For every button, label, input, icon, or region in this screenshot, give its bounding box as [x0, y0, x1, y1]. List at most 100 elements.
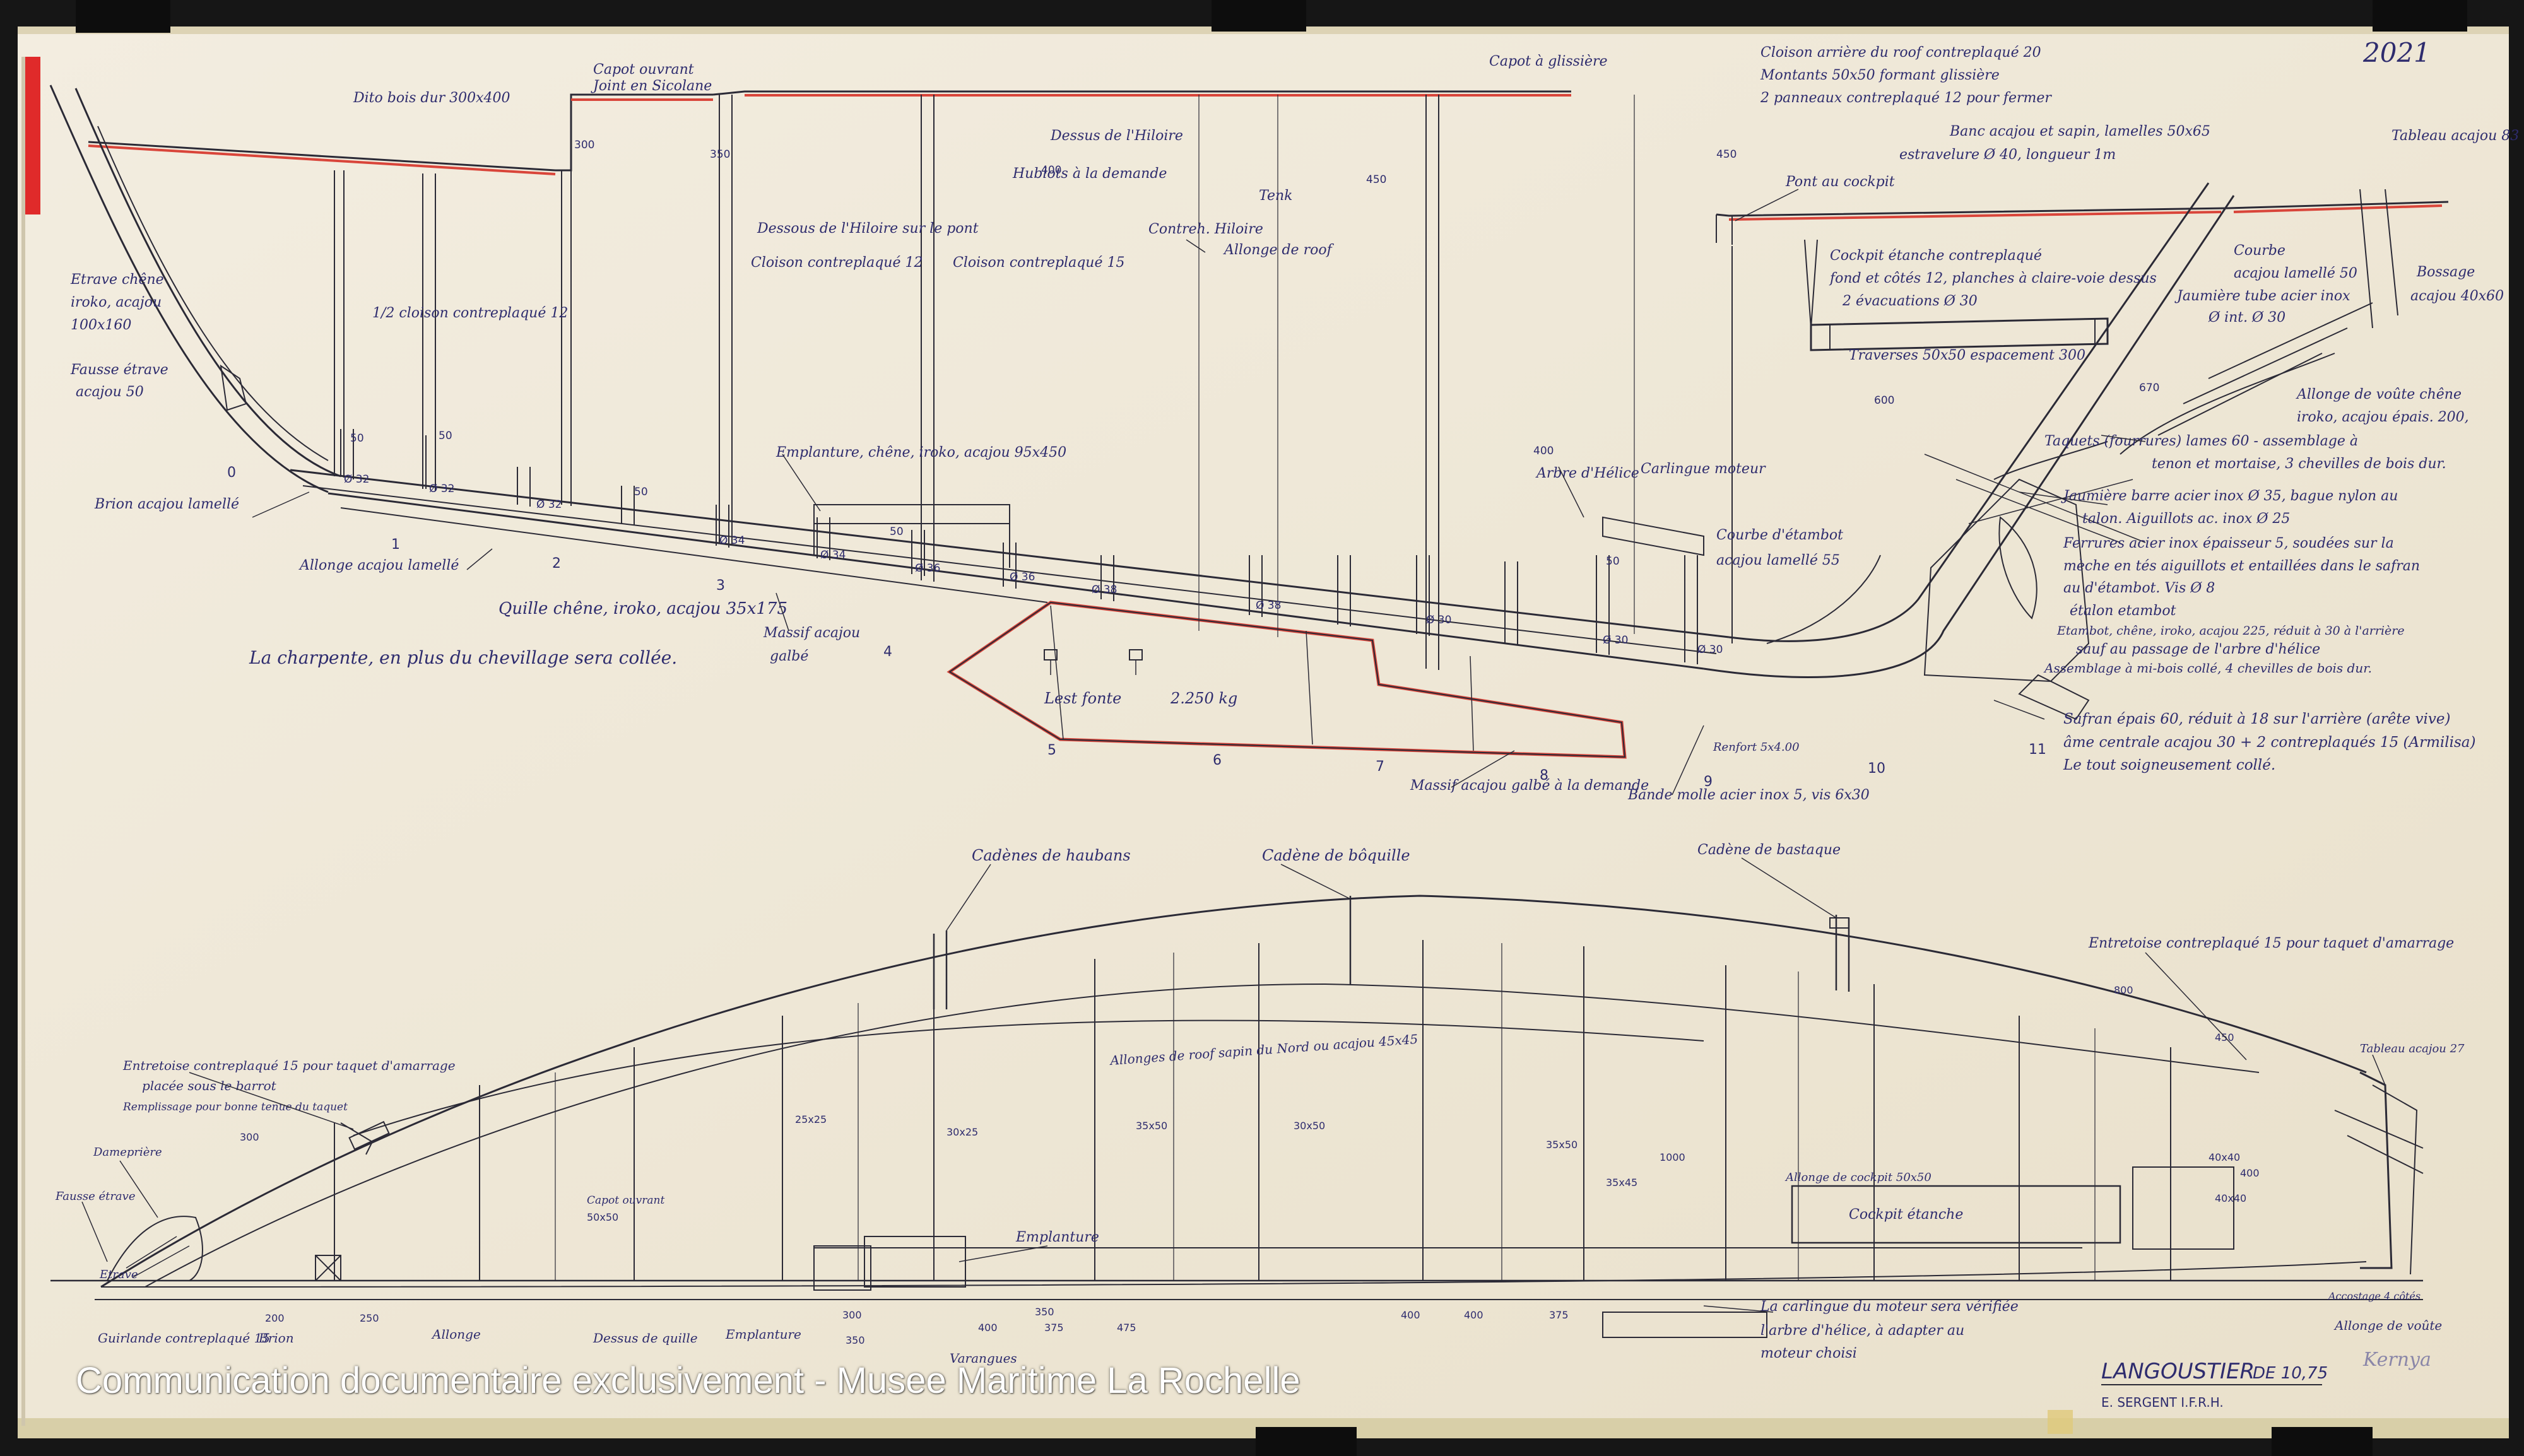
annotation: Ø int. Ø 30: [2208, 310, 2285, 326]
annotation: tenon et mortaise, 3 chevilles de bois d…: [2152, 456, 2446, 472]
annotation: Courbe: [2234, 243, 2285, 259]
dimension-label: 30x25: [946, 1126, 978, 1138]
dimension-label: 250: [360, 1312, 379, 1324]
annotation: Dessus de l'Hiloire: [1050, 128, 1183, 144]
station-label: 7: [1376, 759, 1384, 775]
station-label: 4: [883, 644, 892, 660]
annotation: placée sous le barrot: [142, 1078, 277, 1093]
dimension-label: 800: [2114, 984, 2133, 996]
annotation: Dessus de quille: [593, 1330, 698, 1346]
tape-piece: [2048, 1410, 2073, 1434]
annotation: Cadène de bôquille: [1262, 847, 1410, 864]
annotation: 1/2 cloison contreplaqué 12: [372, 305, 568, 321]
annotation: Ferrures acier inox épaisseur 5, soudées…: [2063, 536, 2394, 551]
annotation: Cloison contreplaqué 12: [751, 255, 923, 271]
annotation: Etrave: [99, 1268, 138, 1281]
dimension-label: Ø 30: [1603, 634, 1628, 647]
station-label: 9: [1704, 774, 1713, 790]
bow-stem: [49, 85, 341, 493]
binder-clip: [1212, 0, 1306, 32]
dimension-label: 350: [846, 1334, 865, 1346]
station-label: 0: [227, 465, 236, 481]
annotation: Allonge de voûte: [2333, 1318, 2442, 1333]
annotation: Accostage 4 côtés: [2327, 1290, 2421, 1302]
annotation: Jaumière barre acier inox Ø 35, bague ny…: [2061, 488, 2398, 504]
annotation: âme centrale acajou 30 + 2 contreplaqués…: [2063, 734, 2475, 751]
annotation: Le tout soigneusement collé.: [2063, 757, 2275, 773]
profile-annotations: Dito bois dur 300x400 Capot ouvrant Join…: [70, 45, 2519, 803]
annotation: Cockpit étanche: [1849, 1207, 1963, 1223]
annotation: Safran épais 60, réduit à 18 sur l'arriè…: [2063, 711, 2450, 727]
annotation: Dito bois dur 300x400: [353, 90, 510, 106]
dimension-label: 350: [710, 148, 730, 161]
frames: [334, 95, 1733, 670]
deck-outline: [50, 895, 2424, 1300]
annotation: Fausse étrave: [55, 1190, 135, 1203]
dimension-label: 40x40: [2208, 1151, 2240, 1163]
annotation: Cadène de bastaque: [1697, 842, 1841, 858]
annotation: Allonge de voûte chêne: [2296, 387, 2462, 402]
annotation: Etrave chêne: [70, 272, 164, 288]
dimension-label: Ø 32: [536, 498, 562, 511]
dimension-label: Ø 32: [429, 483, 454, 495]
annotation: Hublots à la demande: [1012, 166, 1167, 182]
dimension-label: 1000: [1660, 1151, 1685, 1163]
annotation: Entretoise contreplaqué 15 pour taquet d…: [2088, 936, 2454, 951]
annotation: Lest fonte: [1044, 690, 1121, 707]
annotation: La charpente, en plus du chevillage sera…: [249, 647, 677, 668]
plan-dimensions: 300 200 400 250 375 475 400 400 375 350 …: [240, 984, 2260, 1346]
annotation: Taquets (fourrures) lames 60 - assemblag…: [2044, 433, 2358, 449]
annotation: Allonge de roof: [1223, 242, 1335, 258]
dimension-label: 35x45: [1606, 1177, 1637, 1189]
plan-view: LANGOUSTIER DE 10,75 E. SERGENT I.F.R.H.…: [50, 842, 2465, 1410]
cockpit: [1804, 239, 2109, 351]
station-label: 8: [1540, 768, 1548, 784]
annotation: Contreh. Hiloire: [1148, 221, 1263, 237]
annotation: Remplissage pour bonne tenue du taquet: [122, 1101, 348, 1113]
annotation: Cadènes de haubans: [972, 847, 1131, 864]
signature: Kernya: [2362, 1349, 2431, 1371]
dimension-label: 35x50: [1136, 1120, 1167, 1132]
annotation: Montants 50x50 formant glissière: [1760, 68, 2000, 83]
annotation: Jaumière tube acier inox: [2174, 288, 2350, 304]
annotation: Courbe d'étambot: [1716, 527, 1843, 543]
dimension-label: 450: [1366, 173, 1386, 186]
station-label: 3: [716, 578, 725, 594]
plan-cockpit: [315, 1120, 2121, 1338]
dimension-label: 35x50: [1546, 1139, 1578, 1151]
dimension-label: Ø 38: [1256, 599, 1281, 612]
annotation: Allonge: [431, 1327, 481, 1342]
annotation: Varangues: [950, 1351, 1017, 1366]
annotation: sauf au passage de l'arbre d'hélice: [2076, 642, 2320, 657]
station-numbers: 0 1 2 3 4 5 6 7 8 9 10 11: [227, 465, 2046, 790]
dimension-label: 50: [350, 432, 364, 445]
annotation: l'arbre d'hélice, à adapter au: [1760, 1323, 1964, 1339]
dimension-label: 400: [1464, 1309, 1483, 1321]
dimension-label: 50: [1606, 555, 1620, 568]
annotation: Bossage: [2416, 264, 2475, 280]
annotation: acajou 40x60: [2410, 288, 2504, 304]
annotation: Traverses 50x50 espacement 300: [1849, 348, 2085, 363]
annotation: Entretoise contreplaqué 15 pour taquet d…: [122, 1058, 456, 1073]
annotation: Massif acajou: [763, 625, 860, 641]
annotation: La carlingue du moteur sera vérifiée: [1760, 1299, 2019, 1315]
annotation: acajou 50: [76, 384, 144, 400]
dimension-label: 400: [1041, 164, 1061, 177]
deck-line: [88, 90, 2449, 245]
annotation: Quille chêne, iroko, acajou 35x175: [498, 599, 787, 618]
dimension-label: 450: [1716, 148, 1737, 161]
annotation: Emplanture: [725, 1327, 801, 1342]
annotation: au d'étambot. Vis Ø 8: [2063, 580, 2215, 596]
annotation: Bande molle acier inox 5, vis 6x30: [1627, 787, 1870, 803]
annotation: Renfort 5x4.00: [1713, 741, 1800, 754]
annotation: Massif acajou galbé à la demande: [1410, 778, 1649, 794]
annotation: iroko, acajou épais. 200,: [2297, 409, 2469, 425]
dimension-label: Ø 36: [915, 562, 940, 575]
annotation: iroko, acajou: [71, 295, 162, 310]
annotation: Carlingue moteur: [1641, 461, 1766, 477]
station-label: 1: [391, 537, 400, 553]
dimension-label: 50: [890, 525, 904, 538]
annotation: talon. Aiguillots ac. inox Ø 25: [2082, 511, 2290, 527]
annotation: estravelure Ø 40, longueur 1m: [1899, 147, 2116, 163]
dimension-label: Ø 30: [1697, 643, 1723, 656]
